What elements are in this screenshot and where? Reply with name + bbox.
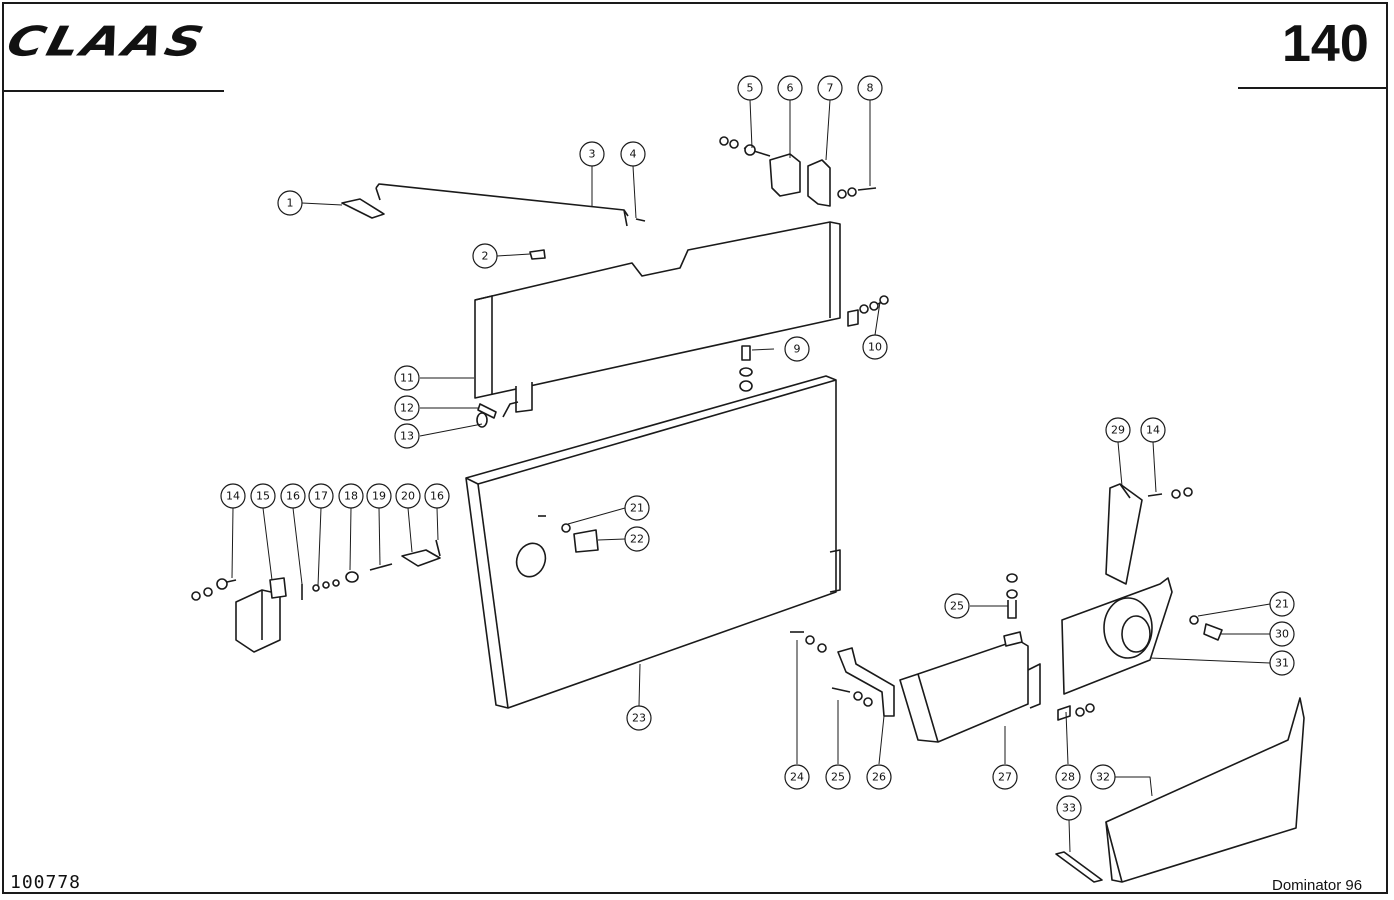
header-rule-right xyxy=(1238,87,1388,89)
callout-7: 7 xyxy=(827,82,834,95)
header-rule-left xyxy=(2,90,224,92)
callout-2: 2 xyxy=(482,250,489,263)
callout-14: 14 xyxy=(226,490,240,503)
callout-19: 19 xyxy=(372,490,386,503)
callout-29: 29 xyxy=(1111,424,1125,437)
bolt-9 xyxy=(739,345,753,392)
callout-21b: 21 xyxy=(1275,598,1289,611)
callout-24: 24 xyxy=(790,771,804,784)
bolt-12 xyxy=(476,401,519,428)
door-knob xyxy=(538,515,599,553)
upper-panel xyxy=(474,221,859,413)
callout-12: 12 xyxy=(400,402,414,415)
callout-circles xyxy=(220,75,1295,821)
callout-11: 11 xyxy=(400,372,414,385)
callout-20: 20 xyxy=(401,490,415,503)
callout-32: 32 xyxy=(1096,771,1110,784)
callout-3: 3 xyxy=(589,148,596,161)
callout-15: 15 xyxy=(256,490,270,503)
callout-16b: 16 xyxy=(430,490,444,503)
callout-23: 23 xyxy=(632,712,646,725)
callout-4: 4 xyxy=(630,148,637,161)
callout-25b: 25 xyxy=(950,600,964,613)
latch-assembly xyxy=(191,539,441,653)
callout-18: 18 xyxy=(344,490,358,503)
callout-5: 5 xyxy=(747,82,754,95)
callout-25: 25 xyxy=(831,771,845,784)
bracket-26 xyxy=(790,631,895,717)
page-number: 140 xyxy=(1282,15,1369,73)
callout-6: 6 xyxy=(787,82,794,95)
door-panel xyxy=(465,375,841,709)
callout-30: 30 xyxy=(1275,628,1289,641)
rod-assembly xyxy=(341,183,646,260)
leader-lines xyxy=(231,99,1271,853)
callout-22: 22 xyxy=(630,533,644,546)
callout-8: 8 xyxy=(867,82,874,95)
callout-26: 26 xyxy=(872,771,886,784)
callout-9: 9 xyxy=(794,343,801,356)
callout-16: 16 xyxy=(286,490,300,503)
bracket-29 xyxy=(1105,483,1193,585)
model-name: Dominator 96 xyxy=(1272,877,1363,894)
callout-31: 31 xyxy=(1275,657,1289,670)
callout-14b: 14 xyxy=(1146,424,1160,437)
housing-31 xyxy=(1057,577,1223,721)
cover-32 xyxy=(1055,697,1305,883)
callout-21: 21 xyxy=(630,502,644,515)
cover-27 xyxy=(899,573,1041,743)
callout-13: 13 xyxy=(400,430,414,443)
callout-28: 28 xyxy=(1061,771,1075,784)
hinge-parts xyxy=(719,136,889,314)
callout-1: 1 xyxy=(287,197,294,210)
callout-10: 10 xyxy=(868,341,882,354)
callout-27: 27 xyxy=(998,771,1012,784)
callout-33: 33 xyxy=(1062,802,1076,815)
callout-17: 17 xyxy=(314,490,328,503)
document-number: 100778 xyxy=(10,872,82,893)
